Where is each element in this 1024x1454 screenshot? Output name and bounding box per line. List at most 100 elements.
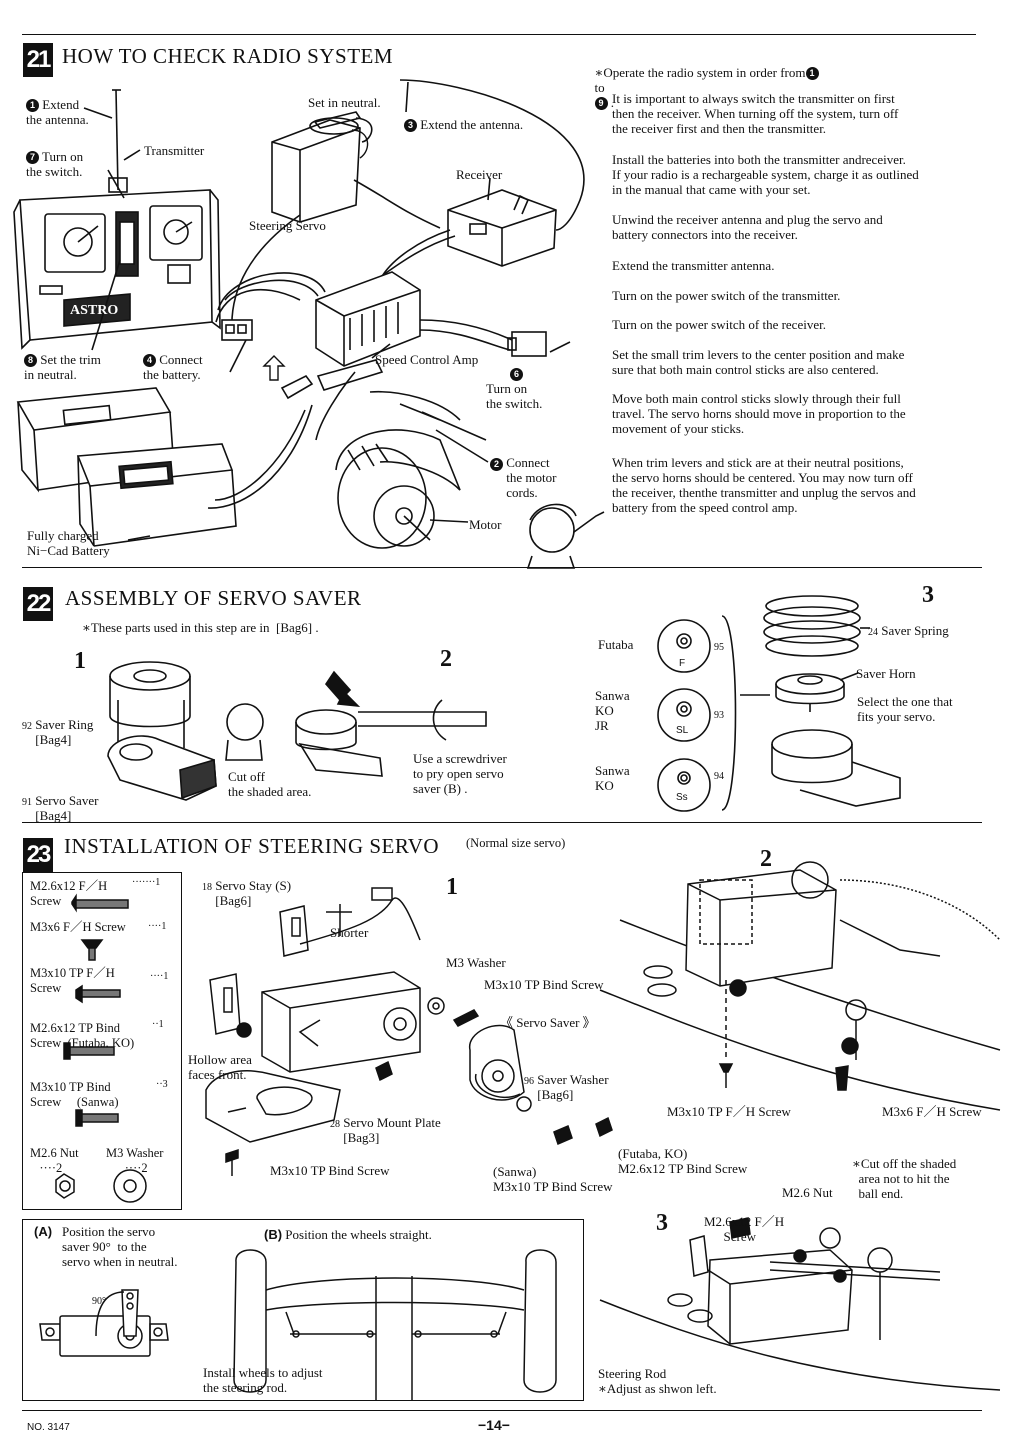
label-sanwa-screw: (Sanwa) M3x10 TP Bind Screw [493,1164,613,1194]
label-connect-battery: 4 Connect the battery. [143,352,203,382]
step23-sub-3: 3 [656,1210,668,1236]
part-m3x6-fh: M3x6 F／H Screw [30,920,126,934]
label-m3-washer: M3 Washer [446,955,506,970]
part-m3x10-tp-fh-qty: ····1 [150,971,169,982]
label-futaba-ko-screw: (Futaba, KO) M2.6x12 TP Bind Screw [618,1146,748,1176]
box-b-label: (B) [264,1227,283,1242]
badge-first: 1 [805,67,819,80]
badge-extend-antenna-1: 1 [26,99,39,112]
box-a-position-servo [22,1219,584,1401]
badge-set-trim: 8 [24,354,37,367]
part-number-18: 18 [202,882,212,893]
step22-sub-1: 1 [74,648,86,674]
motor-drawing [335,429,469,549]
part-number-93: 93 [714,710,724,721]
label-turn-on-switch: 7 Turn on the switch. [26,149,84,179]
label-extend-antenna-1: 1 Extend the antenna. [26,97,89,127]
horn-mark-sl: SL [676,725,689,736]
label-saver-spring: 24 Saver Spring [868,623,949,638]
badge-connect-battery: 4 [143,354,156,367]
step22-note: ∗These parts used in this step are in [B… [82,620,319,635]
label-select-servo: Select the one that fits your servo. [857,694,953,724]
servo-assembly-2 [599,861,1001,1111]
badge-turn-on-switch: 7 [26,151,39,164]
label-saver-horn: Saver Horn [856,666,916,681]
paragraph-9: When trim levers and stick are at their … [612,455,916,515]
step23-rule [22,822,982,823]
label-cut-off: Cut off the shaded area. [228,769,312,799]
paragraph-6: Turn on the power switch of the receiver… [612,317,826,332]
paragraph-2: Install the batteries into both the tran… [612,152,919,197]
label-battery: Fully charged Ni−Cad Battery [27,528,110,558]
box-b-note: Install wheels to adjust the steering ro… [203,1365,323,1395]
order-note-end: . [610,95,614,110]
step22-sub-2: 2 [440,646,452,672]
part-m26-nut: M2.6 Nut ····2 [30,1146,79,1175]
box-a-angle: 90° [92,1296,106,1307]
label-extend-antenna-3: 3 Extend the antenna. [404,117,523,132]
step23-subtitle: (Normal size servo) [466,836,566,850]
box-a-text: Position the servo saver 90° to the serv… [62,1224,178,1269]
badge-last: 9 [594,97,608,110]
label-servo-stay: 18 Servo Stay (S) [Bag6] [202,878,292,908]
label-cut-off-shaded: ∗Cut off the shaded area not to hit the … [852,1156,957,1201]
label-m26-nut: M2.6 Nut [782,1185,833,1200]
part-number-91: 91 [22,797,32,808]
label-m3x10-bind: M3x10 TP Bind Screw [484,977,604,992]
label-saver-ring: 92 Saver Ring [Bag4] [22,717,94,747]
part-number-94: 94 [714,771,724,782]
label-saver-washer: 96 Saver Washer [Bag6] [524,1072,609,1102]
transmitter-brand: ASTRO [70,303,119,318]
part-m26x12-tp-bind-qty: ··1 [152,1019,164,1030]
label-sanwa-ko: Sanwa KO [595,763,630,793]
part-m3x10-tp-bind-qty: ··3 [156,1079,168,1090]
label-hollow: Hollow area faces front. [188,1052,252,1082]
servo-assembly-3 [599,1217,1001,1391]
box-a-label: (A) [34,1224,53,1239]
box-a-heading: (A) [34,1224,52,1239]
label-m3x10-fh: M3x10 TP F／H Screw [667,1104,791,1119]
label-set-neutral: Set in neutral. [308,95,381,110]
step21-title: HOW TO CHECK RADIO SYSTEM [62,44,394,68]
battery-drawing [16,387,313,547]
step-number-21: 21 [23,43,53,77]
label-mount-plate: 28 Servo Mount Plate [Bag3] [330,1115,441,1145]
label-motor: Motor [469,517,502,532]
paragraph-3: Unwind the receiver antenna and plug the… [612,212,883,242]
paragraph-7: Set the small trim levers to the center … [612,347,905,377]
label-screwdriver: Use a screwdriver to pry open servo save… [413,751,507,796]
paragraph-8: Move both main control sticks slowly thr… [612,391,906,436]
step23-sub-2: 2 [760,846,772,872]
part-number-28: 28 [330,1119,340,1130]
label-transmitter: Transmitter [144,143,205,158]
label-steering-rod: Steering Rod ∗Adjust as shwon left. [598,1366,717,1396]
parts-list-box [22,872,182,1210]
part-m26x12-fh-qty: ·······1 [132,877,161,888]
step23-sub-1: 1 [446,874,458,900]
part-m26x12-tp-bind: M2.6x12 TP Bind Screw (Futaba, KO) [30,1021,135,1050]
label-servo-saver-23: 《 Servo Saver 》 [500,1015,596,1030]
label-shorter: Shorter [330,925,369,940]
part-m3x10-tp-bind: M3x10 TP Bind Screw (Sanwa) [30,1080,119,1109]
part-number-92: 92 [22,721,32,732]
label-m26-fh: M2.6x12 F／H Screw [704,1214,785,1244]
step22-rule [22,567,982,568]
doc-number: NO. 3147 [27,1422,70,1433]
horn-mark-ss: Ss [676,792,688,803]
part-m3x10-tp-fh: M3x10 TP F／H Screw [30,966,115,995]
step-number-22: 22 [23,587,53,621]
part-number-95: 95 [714,642,724,653]
step22-title: ASSEMBLY OF SERVO SAVER [65,586,362,610]
badge-turn-on-switch-6: 6 [510,368,523,381]
label-turn-on-switch-6: 6 Turn on the switch. [486,368,543,411]
page-number: −14− [478,1417,510,1433]
part-number-96: 96 [524,1076,534,1087]
mascot-drawing [526,503,605,569]
top-rule [22,34,976,35]
step-number-23: 23 [23,838,53,872]
receiver-drawing [359,79,585,291]
horn-mark-futaba: F [679,658,686,669]
label-futaba: Futaba [598,637,634,652]
label-connect-motor: 2 Connect the motor cords. [490,455,556,500]
